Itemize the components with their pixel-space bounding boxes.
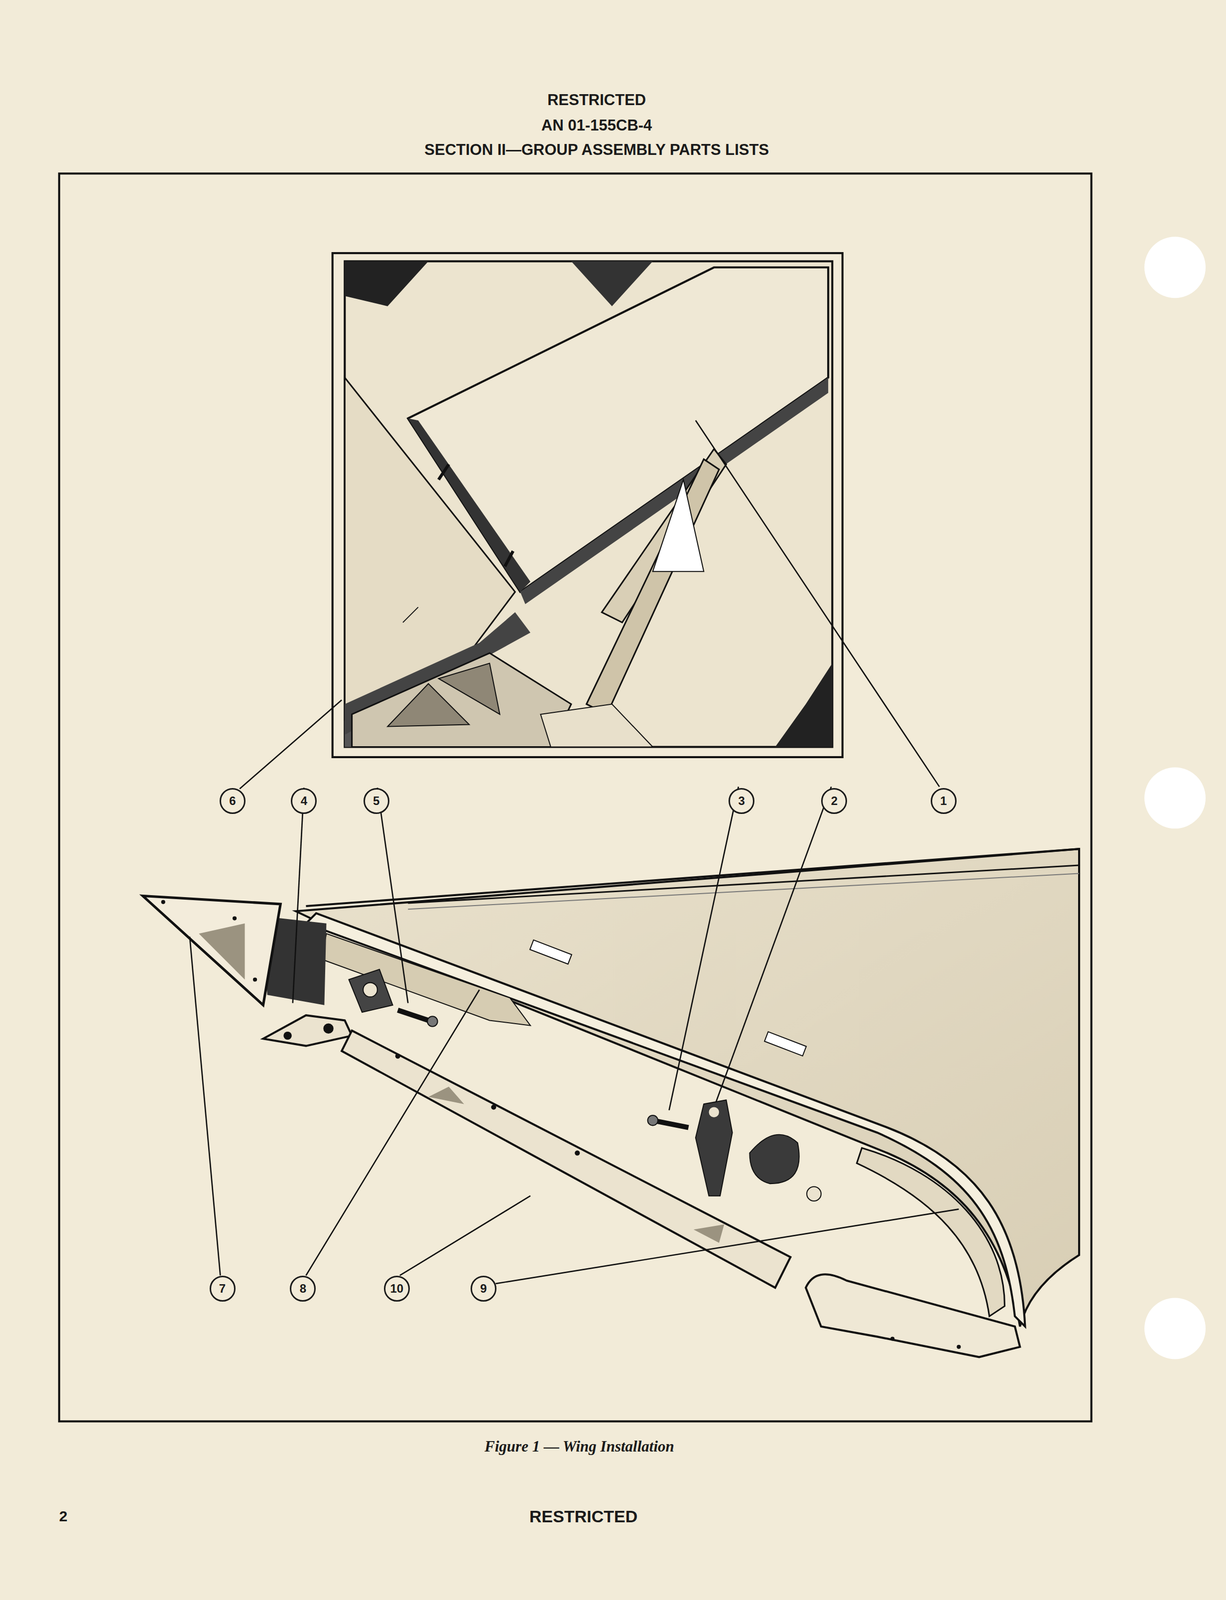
page-header: AN 01-155CB-4 [541,116,652,135]
callout-number: 10 [383,1275,410,1302]
callout-text: 7 [219,1281,226,1296]
callout-number: 9 [470,1275,497,1302]
callout-number: 4 [290,787,317,814]
callout-text: 1 [940,793,947,808]
callout-number: 3 [728,787,755,814]
callout-number: 2 [821,787,848,814]
security-marking: RESTRICTED [529,1505,638,1526]
callout-text: 5 [372,793,380,808]
page-header: RESTRICTED [547,91,646,110]
figure-caption: Figure 1 — Wing Installation [484,1437,675,1456]
callout-text: 10 [389,1281,404,1296]
callout-text: 8 [299,1281,307,1296]
page-number: 2 [59,1507,68,1525]
callout-text: 3 [737,793,745,808]
callout-number: 1 [930,787,957,814]
page-header: SECTION II—GROUP ASSEMBLY PARTS LISTS [424,140,769,159]
callout-number: 6 [219,787,246,814]
callout-number: 8 [289,1275,316,1302]
callout-text: 9 [480,1281,487,1296]
callout-number: 5 [363,787,390,814]
callout-text: 6 [229,793,236,808]
callout-number: 7 [209,1275,236,1302]
callout-text: 4 [300,793,308,808]
callout-text: 2 [831,793,838,808]
